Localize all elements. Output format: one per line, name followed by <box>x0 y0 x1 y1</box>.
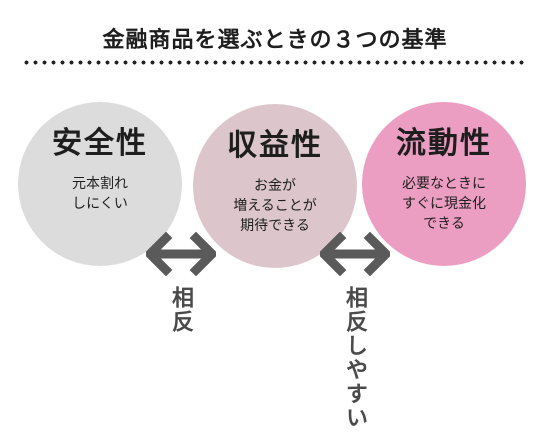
diagram-title: 金融商品を選ぶときの３つの基準 <box>102 28 448 53</box>
criterion-profitability-description: お金が 増えることが 期待できる <box>233 178 317 234</box>
criterion-safety-name: 安全性 <box>52 126 148 161</box>
criterion-profitability-name: 収益性 <box>227 128 323 163</box>
criterion-safety: 安全性 元本割れ しにくい <box>18 102 182 266</box>
double-arrow-icon <box>320 232 390 276</box>
criterion-profitability: 収益性 お金が 増えることが 期待できる <box>193 104 357 268</box>
criterion-liquidity: 流動性 必要なときに すぐに現金化 できる <box>362 102 526 266</box>
double-arrow-icon <box>146 232 216 276</box>
dotted-divider <box>22 60 528 65</box>
criterion-safety-description: 元本割れ しにくい <box>72 176 128 212</box>
criterion-liquidity-name: 流動性 <box>396 126 492 161</box>
criterion-liquidity-description: 必要なときに すぐに現金化 できる <box>402 176 486 232</box>
relation-label-tend-to-conflict: 相反しやすい <box>342 286 367 430</box>
relation-label-conflict: 相反 <box>168 286 193 334</box>
